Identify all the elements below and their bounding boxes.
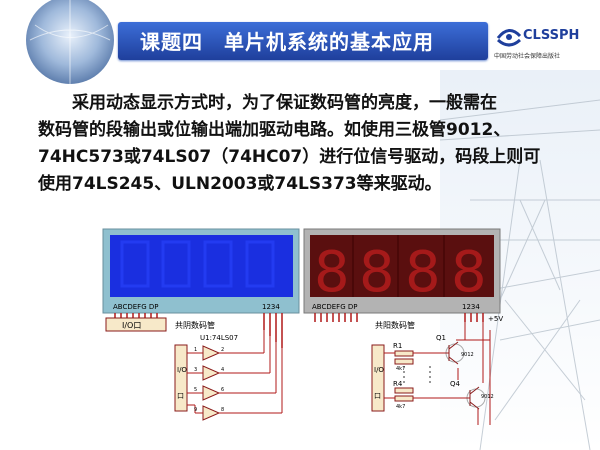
cathode-caption: 共阴数码管 [175, 320, 215, 330]
buffer-pin-numbers: 1 2 3 4 5 6 9 8 [194, 347, 224, 413]
io-port-label: I/O口 [122, 321, 141, 330]
resistor-r1-value: 4k7 [396, 366, 405, 372]
svg-text:9: 9 [194, 407, 197, 413]
anode-digits: 8 8 8 8 [314, 240, 487, 305]
svg-text:8: 8 [359, 240, 395, 305]
io-box-left-top: I/O [177, 366, 187, 374]
svg-text:4: 4 [221, 367, 224, 373]
svg-text:5: 5 [194, 387, 197, 393]
resistor-r1 [394, 350, 414, 357]
body-line: 使用74LS245、ULN2003或74LS373等来驱动。 [38, 174, 442, 194]
publisher-name: 中国劳动社会保障出版社 [494, 53, 561, 60]
anode-digit-label: 1234 [462, 303, 480, 311]
io-box-right [371, 344, 385, 412]
transistor-q1 [445, 341, 465, 365]
anode-wiring [384, 322, 491, 425]
transistor-q4-part: 9012 [481, 394, 494, 400]
body-line: 采用动态显示方式时，为了保证数码管的亮度，一般需在 [72, 93, 497, 113]
svg-text:8: 8 [314, 240, 350, 305]
publisher-logo-text: CLSSPH [523, 28, 580, 43]
transistor-q1-name: Q1 [436, 334, 446, 342]
body-paragraph: 采用动态显示方式时，为了保证数码管的亮度，一般需在 数码管的段输出或位输出端加驱… [38, 90, 578, 198]
buffer-wiring [187, 330, 283, 414]
io-box-right-bottom: 口 [374, 392, 381, 400]
common-cathode-display: ABCDEFG DP 1234 [102, 228, 300, 348]
resistor-r3 [394, 387, 414, 394]
supply-label: +5V [488, 315, 503, 323]
cathode-pin-label: ABCDEFG DP [113, 303, 158, 311]
channel-dots [403, 366, 431, 385]
resistor-r4-value: 4k7 [396, 404, 405, 410]
buffer-gates [202, 345, 221, 421]
resistor-r1-name: R1 [393, 342, 402, 350]
io-box-right-top: I/O [374, 366, 384, 374]
cathode-digit-label: 1234 [262, 303, 280, 311]
svg-text:1: 1 [194, 347, 197, 353]
body-line: 74HC573或74LS07（74HC07）进行位信号驱动，码段上则可 [38, 147, 541, 167]
transistor-q4 [466, 386, 486, 410]
driver-ic-label: U1:74LS07 [200, 334, 238, 342]
svg-text:3: 3 [194, 367, 197, 373]
page-title: 课题四 单片机系统的基本应用 [140, 30, 434, 54]
transistor-q4-name: Q4 [450, 380, 461, 388]
anode-caption: 共阳数码管 [375, 320, 415, 330]
svg-text:8: 8 [451, 240, 487, 305]
io-box-left [174, 344, 188, 412]
common-anode-display: 8 8 8 8 ABCDEFG DP 1234 [303, 228, 501, 322]
publisher-logo-icon [496, 29, 522, 47]
body-line: 数码管的段输出或位输出端加驱动电路。如使用三极管9012、 [38, 120, 511, 140]
io-port-box [105, 317, 167, 332]
resistor-r4-name: R4 [393, 380, 403, 388]
resistor-r4 [394, 395, 414, 402]
io-box-left-bottom: 口 [177, 392, 184, 400]
header-bar [118, 22, 488, 60]
svg-text:8: 8 [405, 240, 441, 305]
transistor-q1-part: 9012 [461, 352, 474, 358]
svg-text:6: 6 [221, 387, 224, 393]
anode-pin-label: ABCDEFG DP [312, 303, 357, 311]
resistor-r2 [394, 358, 414, 365]
svg-text:2: 2 [221, 347, 224, 353]
svg-text:8: 8 [221, 407, 224, 413]
